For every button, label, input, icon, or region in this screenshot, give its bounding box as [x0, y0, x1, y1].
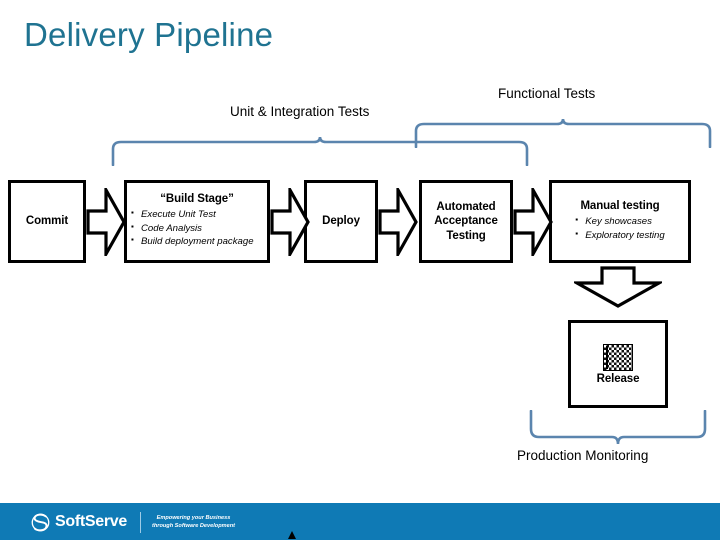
checkered-flag-icon [603, 343, 633, 371]
brace-unit-integration-tests [111, 136, 529, 166]
arrow-right-icon [513, 188, 553, 256]
footer-bar [0, 503, 720, 540]
stage-title: Commit [25, 215, 69, 228]
list-item: Code Analysis [131, 221, 254, 236]
softserve-s-mark-icon [31, 513, 50, 531]
stage-box-automated-acceptance-testing[interactable]: Automated Acceptance Testing [419, 180, 513, 263]
softserve-wordmark: SoftServe [55, 513, 127, 530]
brace-production-monitoring [529, 410, 707, 445]
list-item: Execute Unit Test [131, 207, 254, 222]
group-label-production-monitoring: Production Monitoring [517, 448, 649, 463]
page-title: Delivery Pipeline [24, 16, 274, 53]
stage-box-deploy[interactable]: Deploy [304, 180, 378, 263]
brace-functional-tests [414, 118, 712, 148]
list-item: Exploratory testing [575, 228, 664, 243]
stage-bullet-list: Key showcases Exploratory testing [571, 214, 664, 243]
logo-divider [140, 511, 141, 533]
footer-tagline-line1: Empowering your Business [156, 514, 231, 521]
stage-box-release[interactable]: Release [568, 320, 668, 408]
list-item: Key showcases [575, 214, 664, 229]
arrow-right-icon [86, 188, 126, 256]
group-label-functional-tests: Functional Tests [498, 86, 596, 101]
arrow-right-icon [270, 188, 310, 256]
stage-bullet-list: Execute Unit Test Code Analysis Build de… [127, 207, 254, 249]
group-label-unit-integration-tests: Unit & Integration Tests [230, 104, 370, 119]
stage-box-build[interactable]: “Build Stage” Execute Unit Test Code Ana… [124, 180, 270, 263]
arrow-right-icon [378, 188, 418, 256]
stage-box-commit[interactable]: Commit [8, 180, 86, 263]
stage-box-manual-testing[interactable]: Manual testing Key showcases Exploratory… [549, 180, 691, 263]
footer-tagline: Empowering your Business through Softwar… [152, 514, 235, 530]
release-label: Release [596, 372, 640, 385]
footer-marker-icon [288, 531, 296, 539]
arrow-down-icon [574, 266, 662, 308]
stage-title: Manual testing [580, 200, 660, 213]
stage-title: Deploy [322, 215, 360, 228]
stage-title: “Build Stage” [160, 193, 234, 206]
list-item: Build deployment package [131, 234, 254, 249]
softserve-logo: SoftServe Empowering your Business throu… [30, 510, 235, 534]
footer-tagline-line2: through Software Development [152, 523, 235, 529]
stage-title: Automated Acceptance Testing [434, 201, 498, 242]
